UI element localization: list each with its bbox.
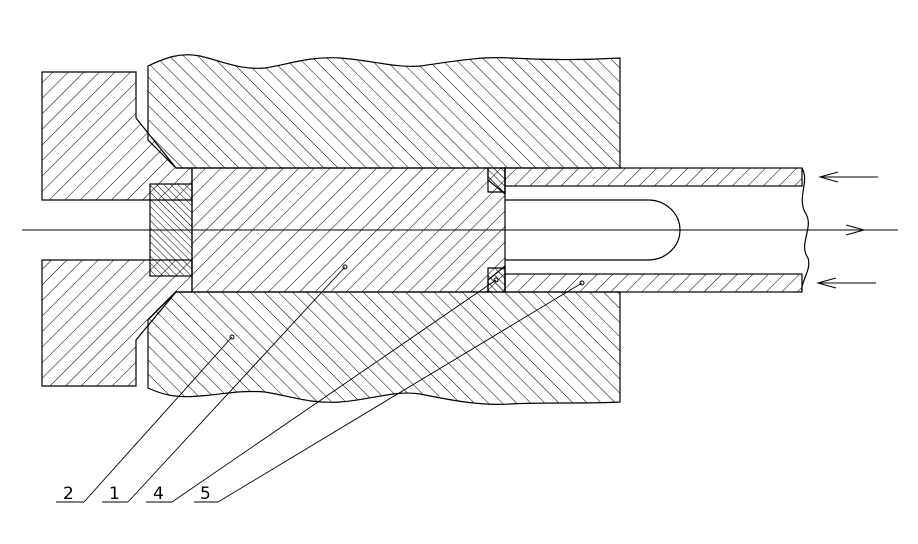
label-part-1: 1 (109, 484, 120, 504)
arrow-inflow-top (818, 171, 878, 183)
outer-tube-top-wall (504, 167, 803, 187)
leader-2 (56, 334, 235, 503)
housing-top (147, 54, 621, 193)
seal-ring-top (487, 167, 506, 196)
housing-bottom (147, 267, 621, 405)
arrow-inflow-bottom (816, 277, 876, 289)
label-part-5: 5 (200, 484, 211, 504)
label-part-2: 2 (63, 484, 74, 504)
label-part-4: 4 (153, 484, 164, 504)
arrow-outflow-center (845, 224, 866, 236)
leader-1 (102, 264, 348, 503)
leader-4 (146, 277, 499, 503)
right-break-line (801, 167, 810, 293)
outer-tube-bottom-wall (504, 273, 803, 293)
leader-5 (194, 280, 585, 503)
